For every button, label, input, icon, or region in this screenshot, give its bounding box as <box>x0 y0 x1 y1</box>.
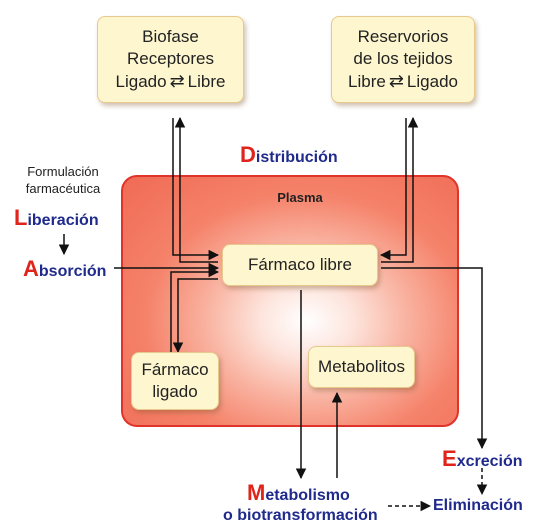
biofase-left-label: Ligado <box>115 72 167 91</box>
distribucion-label: Distribución <box>240 142 338 168</box>
reservorios-title: Reservorios <box>357 27 449 46</box>
farmaco-ligado-line2: ligado <box>152 382 198 401</box>
excrecion-label: Excreción <box>442 446 523 472</box>
farmaco-ligado-line1: Fármaco <box>141 360 209 379</box>
reservorios-to-libre-arrow <box>379 118 407 261</box>
liberacion-initial: L <box>14 205 28 230</box>
biofase-equilibrium: Ligado⇄Libre <box>116 70 226 93</box>
eliminacion-label: Eliminación <box>433 497 523 514</box>
reservorios-box: Reservorios de los tejidos Libre⇄Ligado <box>331 16 475 103</box>
excrecion-arrow <box>381 267 488 450</box>
metabolitos-label: Metabolitos <box>318 357 405 376</box>
excrecion-initial: E <box>442 446 457 471</box>
biofase-right-label: Libre <box>187 72 226 91</box>
distribucion-rest: istribución <box>255 149 338 166</box>
libre-to-ligado-arrow <box>172 278 218 354</box>
equilibrium-icon: ⇄ <box>169 71 185 91</box>
libre-to-reservorios-arrow <box>381 116 419 263</box>
reservorios-equilibrium: Libre⇄Ligado <box>348 70 458 93</box>
liberacion-rest: iberación <box>27 212 99 229</box>
plasma-label: Plasma <box>277 190 323 205</box>
absorcion-label: Absorción <box>23 256 106 282</box>
biofase-to-libre-arrow <box>172 118 220 261</box>
absorcion-rest: bsorción <box>38 263 107 280</box>
metabolismo-label: Metabolismo <box>247 480 350 506</box>
libre-to-biofase-arrow <box>174 116 218 263</box>
formulacion-line2: farmacéutica <box>25 181 101 196</box>
farmaco-ligado-box: Fármaco ligado <box>131 352 219 410</box>
metabolismo-initial: M <box>247 480 266 505</box>
liberacion-label: Liberación <box>14 205 99 231</box>
metabolitos-box: Metabolitos <box>308 346 415 388</box>
reservorios-left-label: Libre <box>348 72 386 91</box>
distribucion-initial: D <box>240 142 256 167</box>
biofase-title: Biofase <box>142 27 199 46</box>
farmaco-libre-label: Fármaco libre <box>248 255 352 274</box>
absorcion-initial: A <box>23 256 39 281</box>
metabolismo-subtitle: o biotransformación <box>223 507 378 524</box>
reservorios-right-label: Ligado <box>406 72 458 91</box>
biofase-subtitle: Receptores <box>127 49 214 68</box>
biofase-box: Biofase Receptores Ligado⇄Libre <box>97 16 244 103</box>
equilibrium-icon: ⇄ <box>388 71 404 91</box>
ligado-to-libre-arrow <box>170 266 220 352</box>
reservorios-subtitle: de los tejidos <box>353 49 453 68</box>
excrecion-rest: xcreción <box>456 453 523 470</box>
farmaco-libre-box: Fármaco libre <box>222 244 378 286</box>
formulacion-label: Formulación farmacéutica <box>2 163 124 197</box>
formulacion-line1: Formulación <box>27 164 99 179</box>
metabolismo-rest: etabolismo <box>265 487 350 504</box>
